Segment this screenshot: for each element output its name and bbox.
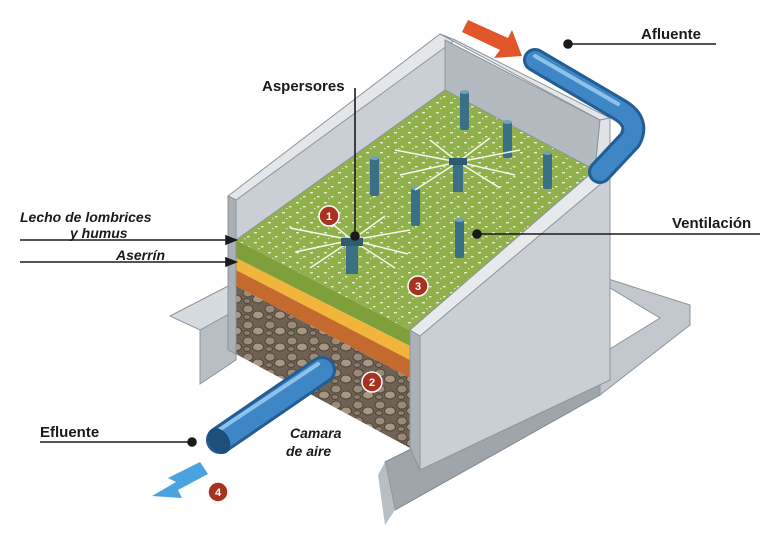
svg-text:3: 3 [415, 281, 421, 293]
outflow-arrow [152, 462, 208, 498]
sprinkler-upper [394, 137, 521, 192]
sprinkler-lower [289, 215, 411, 274]
vent-pipe [370, 156, 379, 196]
earth-layer [236, 270, 410, 378]
marker-2: 2 [361, 371, 383, 393]
marker-3: 3 [407, 275, 429, 297]
outflow-pipe [206, 356, 336, 454]
label-efluente: Efluente [40, 424, 99, 441]
svg-text:2: 2 [369, 377, 375, 389]
label-lecho-line2: y humus [69, 225, 128, 241]
label-camara-line1: Camara [290, 425, 342, 441]
label-aspersores: Aspersores [262, 78, 345, 95]
vent-pipe [460, 90, 469, 130]
sawdust-layer [236, 258, 410, 360]
inflow-arrow [462, 20, 522, 58]
vent-pipe [455, 218, 464, 258]
svg-text:1: 1 [326, 211, 332, 223]
ventilation-pipes [370, 90, 552, 258]
marker-4: 4 [207, 481, 229, 503]
tank-walls [227, 33, 612, 471]
label-camara-line2: de aire [286, 443, 331, 459]
vent-pipe [543, 151, 552, 189]
inflow-pipe [523, 48, 646, 184]
label-ventilacion: Ventilación [672, 215, 751, 232]
svg-text:4: 4 [215, 487, 222, 499]
vent-pipe [503, 120, 512, 158]
label-lecho-line1: Lecho de lombrices [20, 209, 152, 225]
label-afluente: Afluente [641, 26, 701, 43]
marker-1: 1 [318, 205, 340, 227]
vent-pipe [411, 186, 420, 226]
leader-lines [20, 39, 760, 447]
label-aserrin: Aserrín [115, 247, 165, 263]
